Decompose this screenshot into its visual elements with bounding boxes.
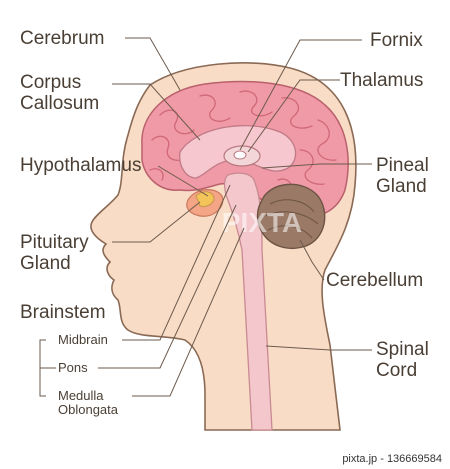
cerebellum-shape [256,183,326,250]
leader-medulla [132,227,245,397]
label-midbrain: Midbrain [58,332,108,347]
brainstem-shape [224,172,273,431]
label-spinal-line1: Spinal [376,339,429,360]
label-medulla-line1: Medulla [58,388,104,403]
cerebellum-folds [265,199,319,239]
leader-pituitary [112,201,201,243]
label-hypothalamus: Hypothalamus [20,155,142,176]
leader-midbrain [122,184,231,341]
label-medulla-line2: Oblongata [58,402,118,417]
watermark-text: PIXTA [222,207,302,238]
label-corpus-callosum-line2: Callosum [20,93,100,114]
leader-pineal [261,163,372,169]
label-pineal-line1: Pineal [376,155,429,176]
leader-pons [98,204,237,369]
leader-spinal [265,345,372,351]
label-cerebellum: Cerebellum [326,270,424,291]
leader-corpus [112,83,201,141]
label-pineal-line2: Gland [376,176,427,197]
label-fornix: Fornix [370,30,423,51]
fornix-center [233,150,247,160]
label-brainstem: Brainstem [20,302,106,323]
leader-cerebrum [125,37,181,91]
footer-credit: pixta.jp - 136669584 [342,453,442,465]
leader-cerebellum [299,239,325,281]
leader-lines [39,37,372,397]
leader-fornix [239,39,362,151]
label-pituitary-line1: Pituitary [20,232,89,253]
label-pons: Pons [58,360,88,375]
label-corpus-callosum-line1: Corpus [20,72,82,93]
label-thalamus: Thalamus [340,70,424,91]
label-cerebrum: Cerebrum [20,28,105,49]
leader-hypothalamus [157,165,209,197]
label-spinal-line2: Cord [376,360,418,381]
label-pituitary-line2: Gland [20,253,71,274]
leader-thalamus [247,79,340,153]
